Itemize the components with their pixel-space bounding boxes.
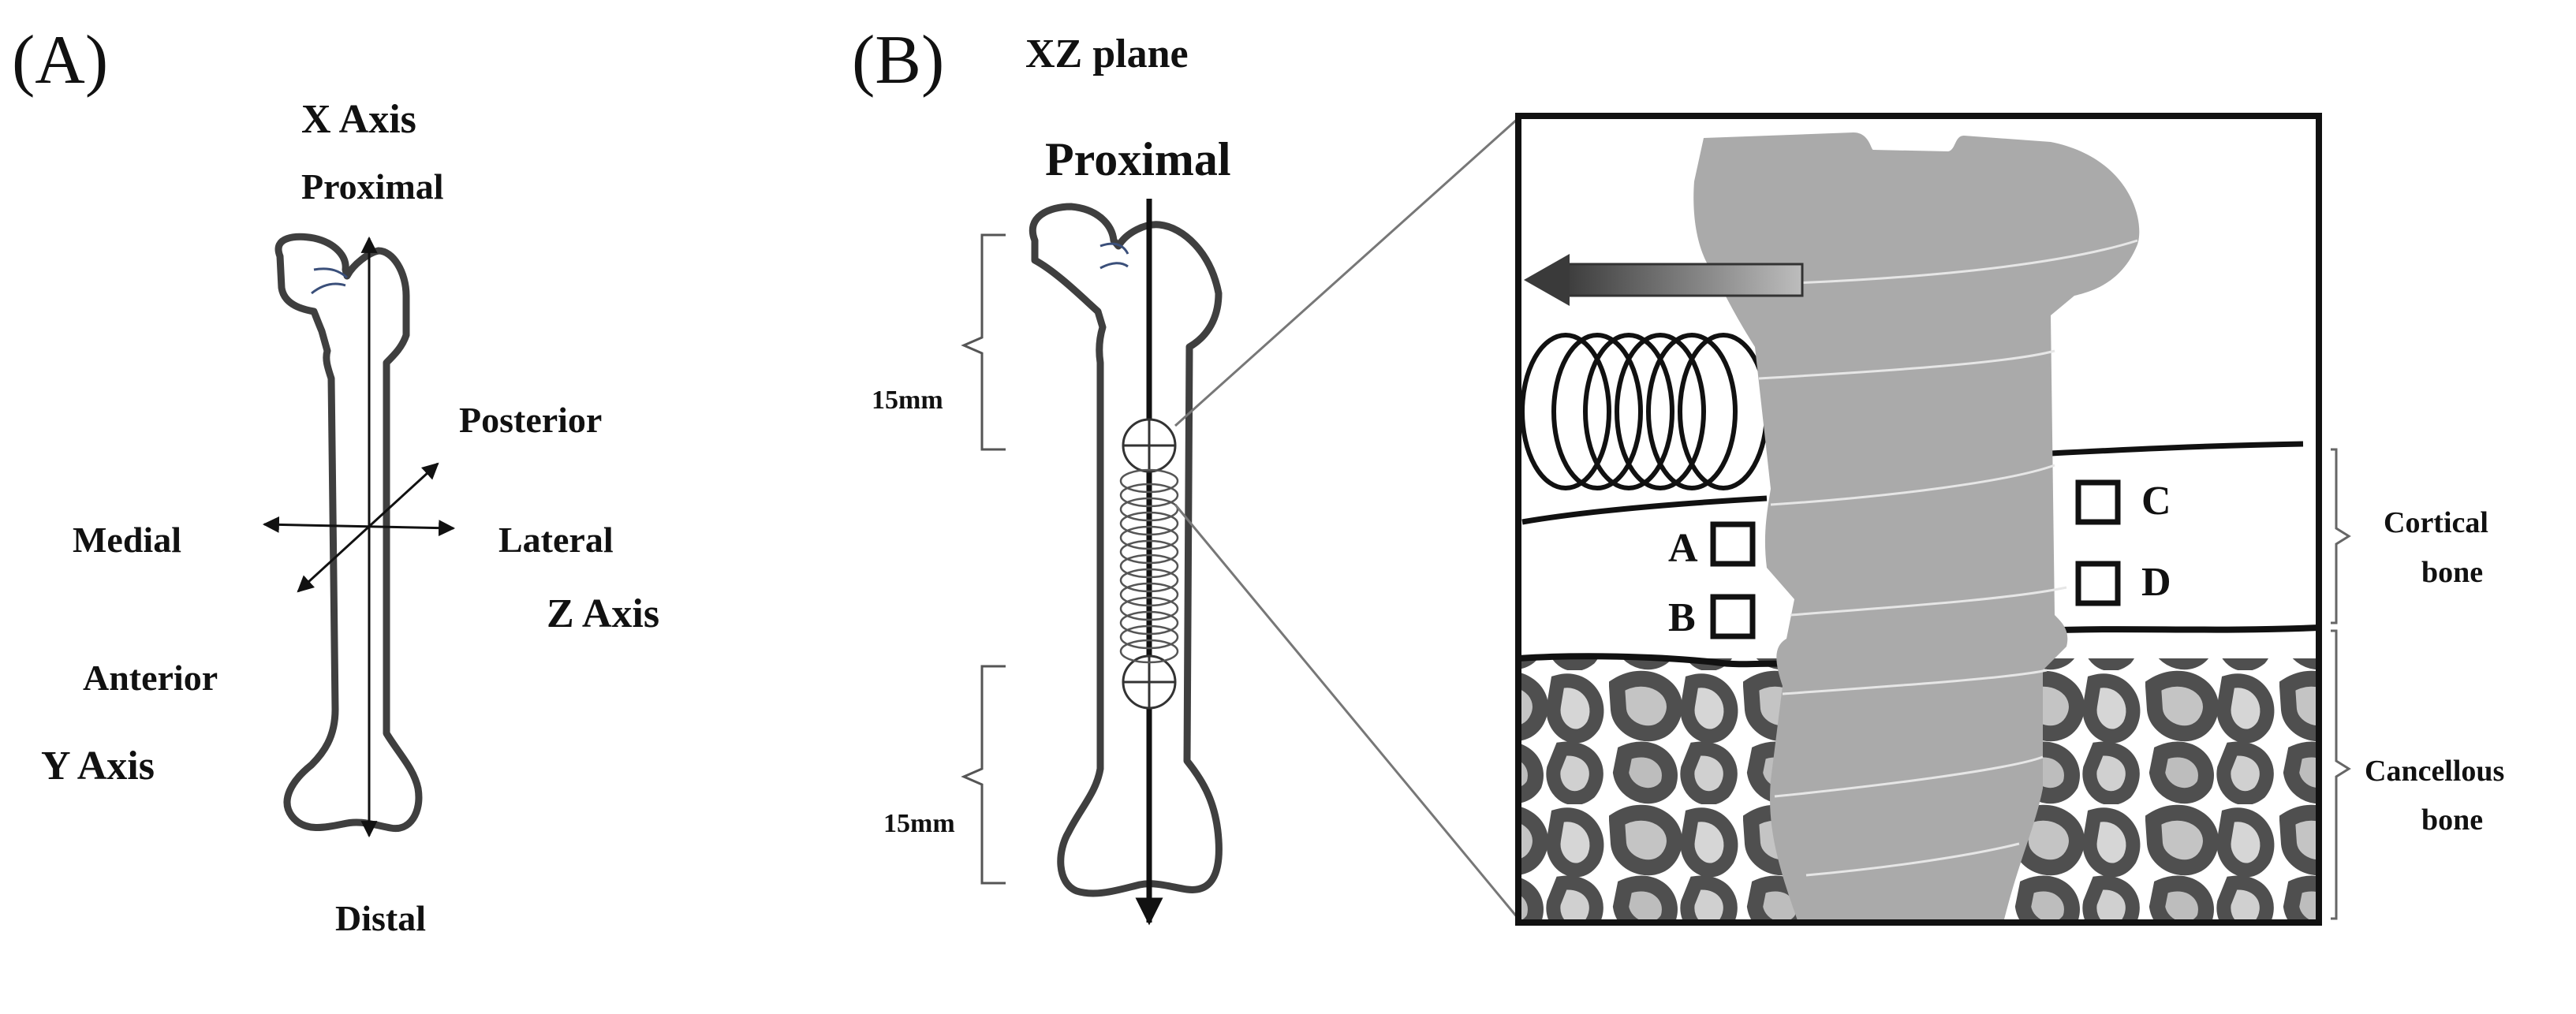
panel-b-label: (B): [852, 22, 944, 99]
proximal-screw-marker: [1122, 418, 1177, 473]
brace-cortical: [2331, 448, 2351, 624]
dimension-bottom-label: 15mm: [883, 809, 955, 838]
point-a-marker: [1710, 521, 1756, 567]
femur-b-head-line: [1099, 242, 1129, 270]
displacement-arrow: [1524, 254, 1804, 306]
point-d-label: D: [2141, 560, 2171, 605]
dimension-top-label: 15mm: [872, 386, 943, 415]
cortical-boundary-right: [2038, 624, 2319, 634]
femur-a-head-line: [311, 267, 348, 295]
panel-a-label: (A): [12, 22, 108, 99]
cortical-boundary-left: [1518, 653, 1787, 668]
anterior-label: Anterior: [83, 658, 218, 698]
cortical-top-left: [1521, 495, 1768, 525]
cancellous-label-1: Cancellous: [2365, 755, 2504, 788]
point-c-marker: [2075, 479, 2121, 525]
spring-coils-detail: [1520, 333, 1769, 490]
x-axis-label: X Axis: [301, 97, 416, 142]
proximal-label-a: Proximal: [301, 166, 444, 207]
lateral-label: Lateral: [498, 520, 614, 560]
point-c-label: C: [2141, 479, 2171, 524]
posterior-label: Posterior: [459, 400, 602, 440]
zoom-line-bottom: [1174, 504, 1520, 919]
femur-a: [274, 233, 423, 833]
spring-coils-femur: [1119, 468, 1179, 664]
medial-label: Medial: [73, 520, 181, 560]
z-axis-label: Z Axis: [547, 591, 659, 636]
cortical-label-1: Cortical: [2384, 506, 2488, 539]
distal-label-a: Distal: [335, 898, 426, 938]
brace-top: [961, 233, 1006, 451]
distal-screw-marker: [1122, 654, 1177, 710]
detail-view: [1518, 132, 2319, 923]
femur-b: [1029, 203, 1223, 897]
point-b-label: B: [1668, 595, 1696, 640]
zoom-line-top: [1174, 117, 1520, 427]
anteroposterior-arrow: [297, 462, 439, 593]
point-b-marker: [1710, 594, 1756, 639]
screw-threads: [1758, 239, 2138, 877]
y-axis-label: Y Axis: [41, 744, 155, 788]
detail-frame: [1515, 113, 2322, 926]
point-d-marker: [2075, 561, 2121, 606]
proximal-label-b: Proximal: [1045, 133, 1231, 185]
brace-cancellous: [2331, 629, 2351, 920]
cortical-label-2: bone: [2421, 556, 2483, 589]
cortical-top-right: [2050, 441, 2304, 457]
plane-label: XZ plane: [1025, 32, 1189, 76]
cancellous-label-2: bone: [2421, 803, 2483, 837]
screw: [1693, 132, 2140, 923]
point-a-label: A: [1668, 526, 1698, 571]
brace-bottom: [961, 665, 1006, 885]
